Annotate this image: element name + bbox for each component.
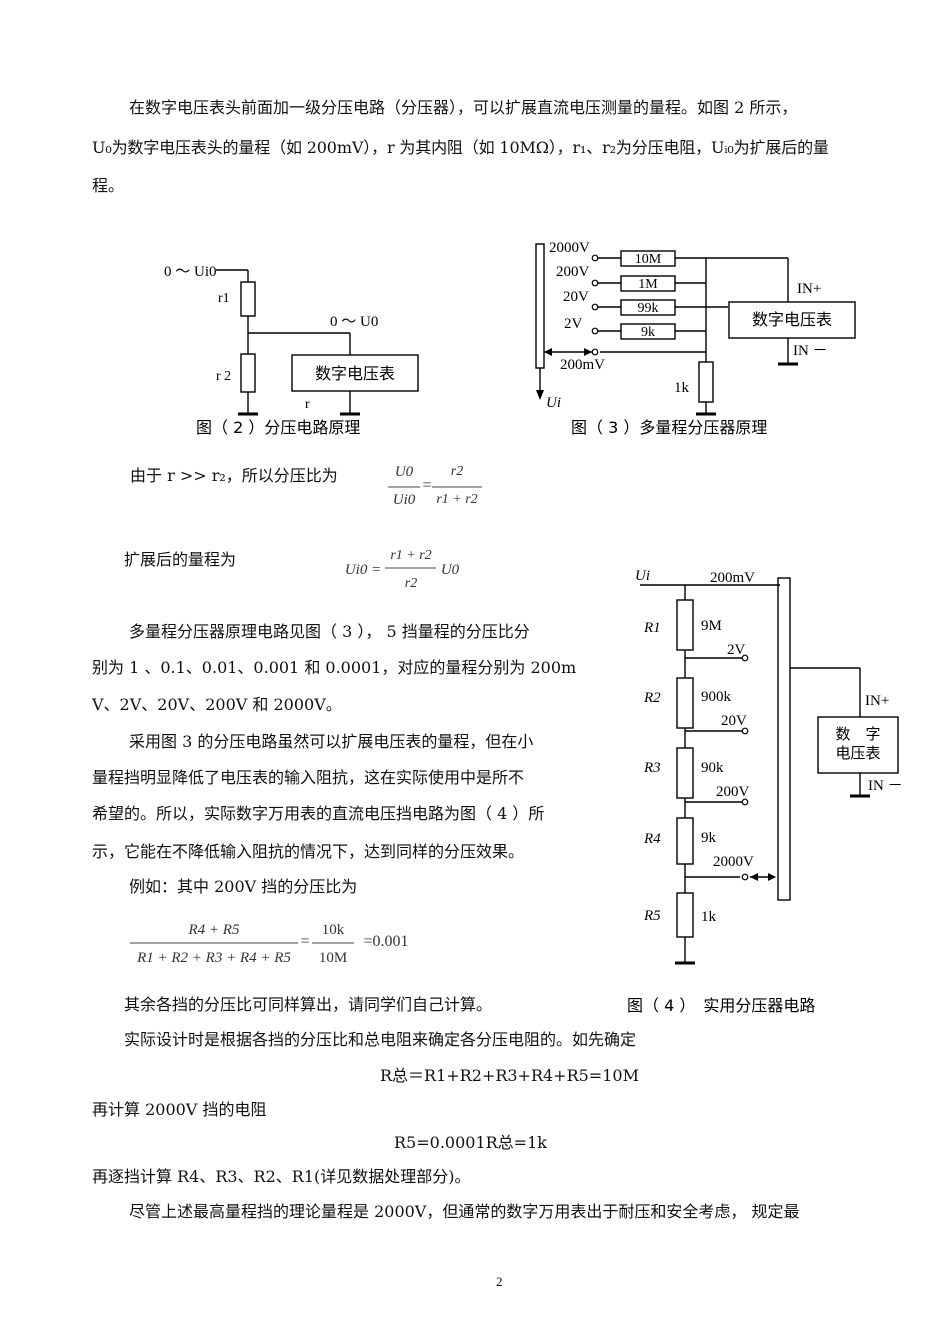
ratio-intro: 由于 r >> r₂，所以分压比为 xyxy=(130,466,338,485)
fig4-r5-value: 1k xyxy=(701,909,717,925)
fig4-r2-value: 900k xyxy=(701,689,732,705)
fig4-r4-name: R4 xyxy=(643,831,661,847)
fig4-r1-name: R1 xyxy=(643,620,661,636)
fig3-meter-label: 数字电压表 xyxy=(752,310,832,329)
paragraph-3-line-3: 希望的。所以，实际数字万用表的直流电压挡电路为图（ 4 ）所 xyxy=(92,804,545,823)
fig2-top-label: 0 ～ Ui0 xyxy=(164,264,217,280)
fig3-range-200v: 200V xyxy=(556,264,590,280)
extended-lhs: Ui0 = xyxy=(344,562,382,578)
fig3-range-200mv: 200mV xyxy=(560,357,605,373)
paragraph-3-line-2: 量程挡明显降低了电压表的输入阻抗，这在实际使用中是所不 xyxy=(92,768,525,787)
fig4-in-plus: IN+ xyxy=(865,693,889,709)
calc-2000v-line: 再计算 2000V 挡的电阻 xyxy=(92,1100,267,1119)
example-mid-num: 10k xyxy=(321,922,345,938)
formula-total-resistance: R总＝R1+R2+R3+R4+R5=10M xyxy=(380,1066,639,1085)
fig4-meter-line-2: 电压表 xyxy=(835,744,880,762)
fig2-out-label: 0 ～ U0 xyxy=(330,314,378,330)
fig4-tap-200v: 200V xyxy=(716,784,750,800)
fig3-ui-label: Ui xyxy=(546,395,561,411)
example-mid-den: 10M xyxy=(318,950,348,966)
fig4-r1-value: 9M xyxy=(701,618,722,634)
extended-num: r1 + r2 xyxy=(390,548,432,563)
fig4-meter-line-1: 数 字 xyxy=(835,725,880,743)
fig3-caption: 图（ 3 ）多量程分压器原理 xyxy=(571,418,767,437)
fig4-tap-2v: 2V xyxy=(727,642,746,658)
fig2-r2-label: r 2 xyxy=(216,369,231,384)
fig3-range-20v: 20V xyxy=(563,289,589,305)
fig4-r3-value: 90k xyxy=(701,760,724,776)
ratio-num-right: r2 xyxy=(450,464,464,479)
paragraph-3-line-4: 示，它能在不降低输入阻抗的情况下，达到同样的分压效果。 xyxy=(92,842,525,861)
fig3-range-2v: 2V xyxy=(564,316,583,332)
example-intro: 例如：其中 200V 挡的分压比为 xyxy=(129,877,358,896)
fig3-range-2000v: 2000V xyxy=(549,240,590,256)
example-num: R4 + R5 xyxy=(188,922,240,938)
extended-intro: 扩展后的量程为 xyxy=(124,550,237,569)
fig2-meter-label: 数字电压表 xyxy=(315,364,395,383)
fig3-resistor-9k: 9k xyxy=(641,325,655,340)
fig2-r-label: r xyxy=(305,397,310,412)
calc-each-line: 再逐挡计算 R4、R3、R2、R1(详见数据处理部分)。 xyxy=(92,1167,471,1186)
fig2-caption: 图（ 2 ）分压电路原理 xyxy=(196,418,360,437)
fig4-r4-value: 9k xyxy=(701,830,717,846)
fig4-r5-name: R5 xyxy=(643,908,661,924)
fig3-in-minus: IN － xyxy=(793,343,828,359)
fig4-tap-20v: 20V xyxy=(721,713,747,729)
fig4-tap-200mv: 200mV xyxy=(710,570,755,586)
paragraph-3-line-1: 采用图 3 的分压电路虽然可以扩展电压表的量程，但在小 xyxy=(129,732,534,751)
paragraph-1-line-3: 程。 xyxy=(92,176,125,195)
extended-den: r2 xyxy=(404,576,418,591)
page-number: 2 xyxy=(496,1274,503,1289)
ratio-num-left: U0 xyxy=(394,464,414,480)
paragraph-1-line-2: U₀为数字电压表头的量程（如 200mV），r 为其内阻（如 10MΩ），r₁、… xyxy=(92,138,829,157)
example-equals: = xyxy=(300,933,310,950)
fig3-in-plus: IN+ xyxy=(797,281,821,297)
design-line: 实际设计时是根据各挡的分压比和总电阻来确定各分压电阻的。如先确定 xyxy=(124,1030,637,1049)
paragraph-1-line-1: 在数字电压表头前面加一级分压电路（分压器），可以扩展直流电压测量的量程。如图 2… xyxy=(129,98,798,117)
fig3-resistor-10m: 10M xyxy=(635,252,662,267)
fig2-r1-label: r1 xyxy=(218,291,230,306)
example-result: =0.001 xyxy=(363,933,409,950)
paragraph-2-line-3: V、2V、20V、200V 和 2000V。 xyxy=(92,695,342,714)
fig4-r3-name: R3 xyxy=(643,760,661,776)
fig4-tap-2000v: 2000V xyxy=(713,854,754,870)
fig4-r2-name: R2 xyxy=(643,690,661,706)
fig4-caption: 图（ 4 ） 实用分压器电路 xyxy=(627,996,815,1015)
fig4-ui-label: Ui xyxy=(635,568,650,584)
extended-rhs: U0 xyxy=(440,562,460,578)
ratio-den-right: r1 + r2 xyxy=(436,492,478,507)
fig3-resistor-1m: 1M xyxy=(638,277,658,292)
ratio-equals: = xyxy=(422,477,432,494)
fig4-in-minus: IN － xyxy=(868,778,903,794)
formula-r5: R5=0.0001R总=1k xyxy=(394,1133,547,1152)
paragraph-2-line-1: 多量程分压器原理电路见图（ 3 ）， 5 挡量程的分压比分 xyxy=(129,622,530,641)
example-den: R1 + R2 + R3 + R4 + R5 xyxy=(137,950,291,966)
fig3-resistor-1k: 1k xyxy=(674,380,690,396)
last-line: 尽管上述最高量程挡的理论量程是 2000V，但通常的数字万用表出于耐压和安全考虑… xyxy=(129,1202,800,1221)
fig3-resistor-99k: 99k xyxy=(638,301,659,316)
other-ranges-line: 其余各挡的分压比可同样算出，请同学们自己计算。 xyxy=(124,995,493,1014)
ratio-den-left: Ui0 xyxy=(392,492,416,508)
paragraph-2-line-2: 别为 1 、0.1、0.01、0.001 和 0.0001，对应的量程分别为 2… xyxy=(92,658,577,677)
